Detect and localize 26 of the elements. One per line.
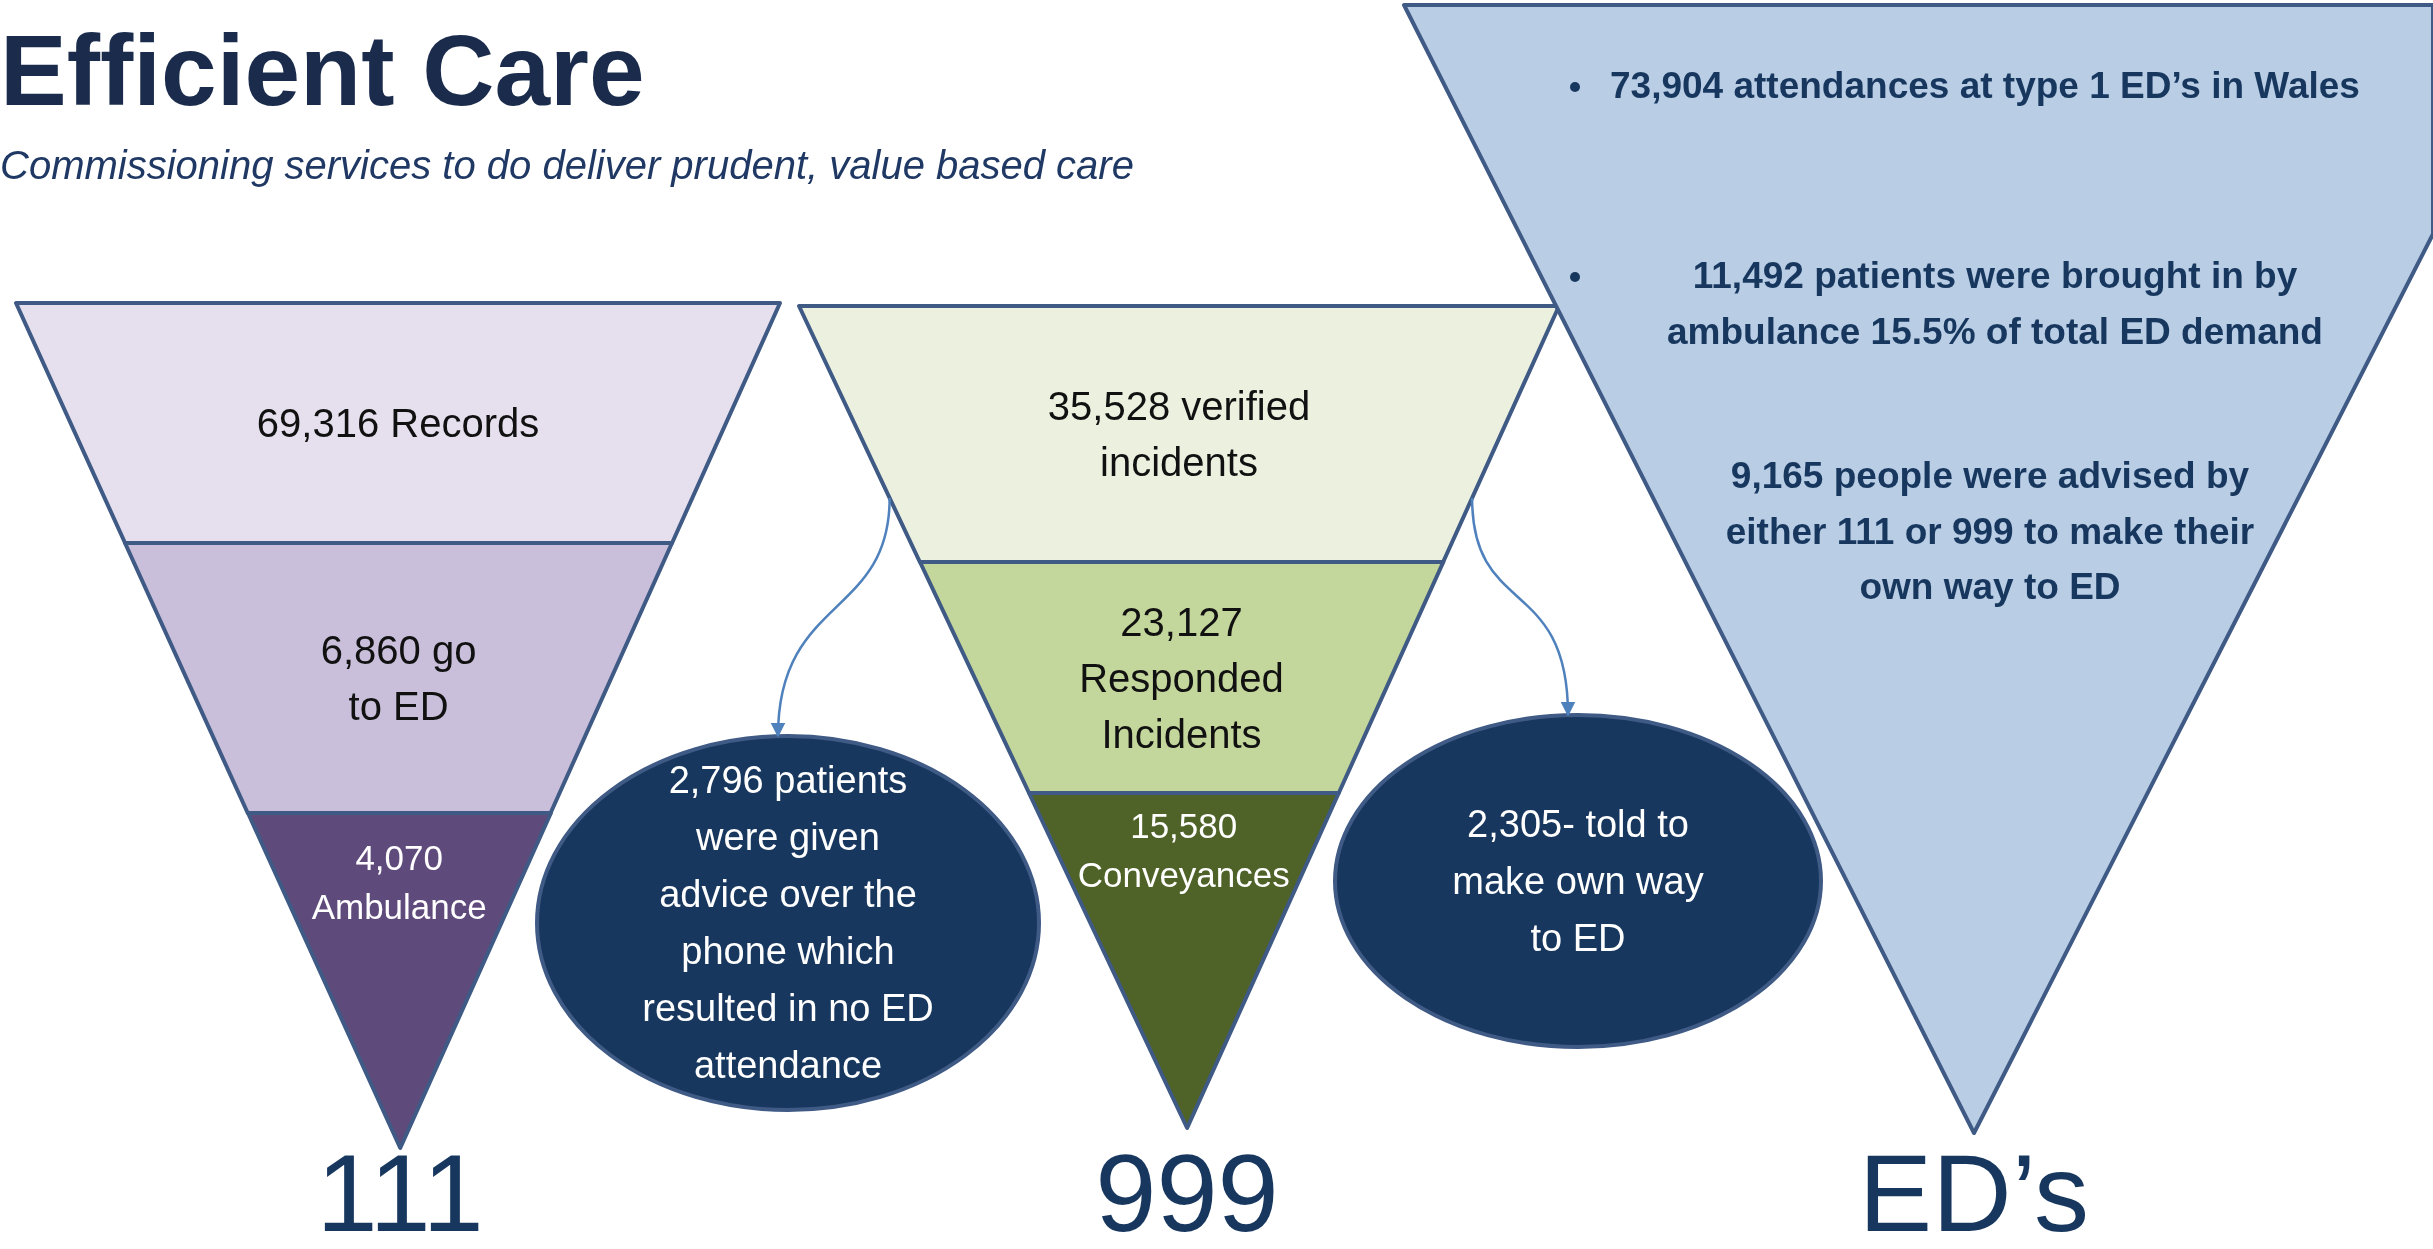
subtitle: Commissioning services to do deliver prudent, value based care	[0, 142, 1134, 189]
bullet-text: 73,904 attendances at type 1 ED’s in Wales	[1610, 64, 2360, 108]
funnel-band	[247, 813, 551, 1148]
slide-title: Efficient Care	[0, 20, 645, 120]
info-ellipse	[535, 734, 1041, 1112]
funnel-band	[799, 306, 1559, 562]
funnel-label: ED’s	[1857, 1138, 2091, 1248]
band-text: 23,127 Responded Incidents	[1078, 598, 1285, 758]
funnel-label: 999	[1094, 1138, 1280, 1248]
curved-arrow	[771, 497, 891, 738]
bullet-text: 11,492 patients were brought in by ambulance 15.5% of total ED demand	[1666, 254, 2324, 354]
funnel-band	[919, 562, 1444, 793]
band-text: 15,580 Conveyances	[1076, 805, 1291, 896]
band-text: 6,860 go to ED	[319, 627, 478, 730]
curved-arrow	[1470, 497, 1575, 717]
bullet-text: 9,165 people were advised by either 111 or 999 to make their own way to ED	[1724, 454, 2256, 609]
info-ellipse	[1333, 713, 1823, 1049]
ellipse-text: 2,305- told to make own way to ED	[1451, 801, 1705, 961]
funnel-label: 111	[315, 1138, 485, 1248]
funnel-band	[16, 303, 780, 543]
band-text: 4,070 Ambulance	[310, 837, 488, 928]
band-text: 35,528 verified incidents	[1046, 383, 1312, 486]
ellipse-text: 2,796 patients were given advice over the phone which resulted in no ED attendance	[641, 758, 935, 1088]
band-text: 69,316 Records	[256, 400, 540, 447]
funnel-band	[1028, 793, 1339, 1128]
funnel-triangle	[1404, 5, 2433, 1133]
